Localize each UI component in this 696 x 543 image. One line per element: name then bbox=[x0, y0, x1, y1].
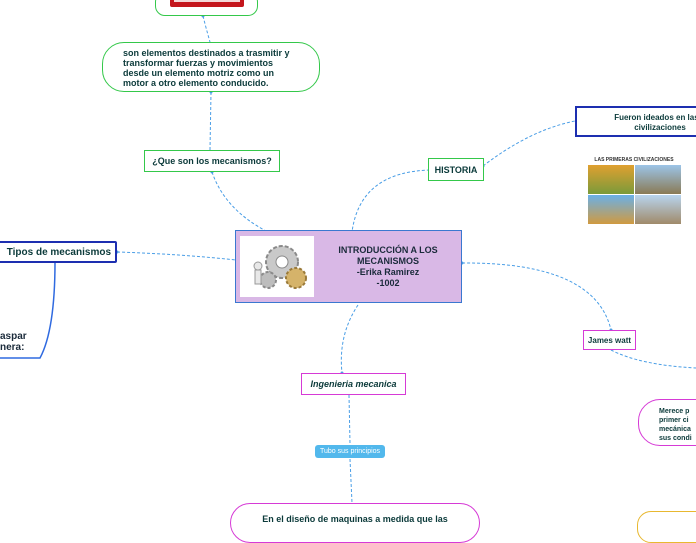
connector-james bbox=[461, 262, 612, 331]
connector-tipos bbox=[116, 251, 237, 261]
central-author: -Erika Ramirez bbox=[356, 267, 420, 277]
manera-text: nera: bbox=[0, 342, 25, 353]
fueron-node[interactable]: Fueron ideados en las p civilizaciones bbox=[575, 106, 696, 137]
fueron-text: Fueron ideados en las p civilizaciones bbox=[614, 113, 696, 132]
definicion-node[interactable]: son elementos destinados a trasmitir y t… bbox=[102, 42, 320, 92]
civilizaciones-caption: LAS PRIMERAS CIVILIZACIONES bbox=[594, 157, 674, 163]
gears-image bbox=[240, 236, 314, 297]
ingenieria-node[interactable]: Ingenieria mecanica bbox=[301, 373, 406, 395]
tubo-label[interactable]: Tubo sus principios bbox=[315, 445, 386, 458]
tipos-subnode-text[interactable]: aspar nera: bbox=[0, 331, 27, 353]
tipos-label: Tipos de mecanismos bbox=[6, 246, 111, 258]
james-watt-label: James watt bbox=[587, 335, 632, 345]
bottom-right-node[interactable] bbox=[637, 511, 696, 543]
que-son-node[interactable]: ¿Que son los mecanismos? bbox=[144, 150, 280, 172]
connector-tubo bbox=[348, 394, 351, 445]
historia-node[interactable]: HISTORIA bbox=[428, 158, 484, 181]
tipos-branch-line bbox=[0, 261, 56, 359]
connector-top-image bbox=[202, 15, 211, 43]
que-son-label: ¿Que son los mecanismos? bbox=[152, 156, 272, 166]
connector-que-son bbox=[211, 171, 269, 233]
civilizaciones-image: LAS PRIMERAS CIVILIZACIONES bbox=[588, 157, 681, 224]
historia-label: HISTORIA bbox=[434, 164, 478, 175]
connector-fueron bbox=[482, 120, 576, 167]
gears-icon bbox=[253, 245, 307, 289]
tipos-node[interactable]: Tipos de mecanismos bbox=[0, 241, 117, 263]
connector-merece bbox=[610, 349, 696, 369]
connector-diseno bbox=[349, 458, 353, 504]
merece-node[interactable]: Merece p primer ci mecánica sus condi bbox=[638, 399, 696, 446]
merece-text: Merece p primer ci mecánica sus condi bbox=[659, 408, 692, 442]
diseno-text: En el diseño de maquinas a medida que la… bbox=[262, 514, 448, 524]
top-image-node[interactable] bbox=[155, 0, 258, 16]
james-watt-node[interactable]: James watt bbox=[583, 330, 636, 350]
traspasar-text: aspar bbox=[0, 331, 27, 342]
central-group: -1002 bbox=[376, 278, 400, 288]
top-image-thumbnail bbox=[170, 0, 244, 7]
connector-definicion bbox=[209, 91, 212, 151]
connector-ingenieria bbox=[340, 304, 359, 374]
ingenieria-label: Ingenieria mecanica bbox=[310, 379, 397, 389]
central-topic[interactable]: INTRODUCCIÓN A LOS MECANISMOS -Erika Ram… bbox=[235, 230, 462, 303]
connector-historia bbox=[351, 169, 431, 233]
definicion-text: son elementos destinados a trasmitir y t… bbox=[123, 48, 290, 88]
diseno-node[interactable]: En el diseño de maquinas a medida que la… bbox=[230, 503, 480, 543]
connector-lines bbox=[0, 14, 696, 504]
central-title: INTRODUCCIÓN A LOS MECANISMOS bbox=[338, 245, 438, 266]
